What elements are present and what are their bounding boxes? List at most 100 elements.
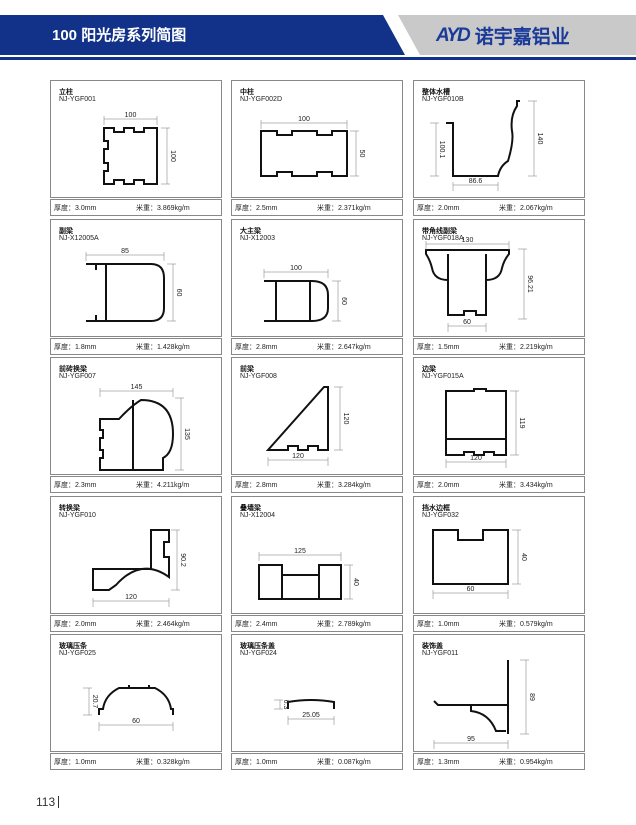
header-divider bbox=[0, 57, 636, 60]
dimension-label: 130 bbox=[462, 237, 474, 244]
footer: 113 bbox=[36, 795, 60, 809]
weight-value: 3.869kg/m bbox=[157, 205, 190, 212]
weight-label: 米重： bbox=[136, 621, 157, 628]
dimension-label: 60 bbox=[132, 718, 140, 725]
weight-label: 米重： bbox=[136, 344, 157, 351]
weight-value: 2.647kg/m bbox=[338, 344, 371, 351]
product-name: 装饰盖 bbox=[422, 643, 443, 650]
dimension-label: 120 bbox=[470, 455, 482, 462]
dimension-label: 100.1 bbox=[438, 141, 445, 159]
dimension-line bbox=[445, 459, 507, 468]
weight-value: 3.434kg/m bbox=[520, 482, 553, 489]
thickness-spec: 厚度：2.4mm bbox=[235, 619, 277, 629]
dimension-label: 120 bbox=[125, 594, 137, 601]
dimension-label: 40 bbox=[520, 553, 527, 561]
dimension-line bbox=[171, 529, 180, 591]
weight-value: 1.428kg/m bbox=[157, 344, 190, 351]
product-name: 边梁 bbox=[422, 366, 436, 373]
dimension-label: 119 bbox=[518, 417, 525, 428]
product-code: NJ-YGF025 bbox=[59, 650, 96, 657]
product-code: NJ-YGF032 bbox=[422, 512, 459, 519]
thickness-label: 厚度： bbox=[235, 759, 256, 766]
dimension-label: 40 bbox=[352, 578, 359, 586]
product-code: NJ-YGF002D bbox=[240, 96, 283, 103]
dimension-label: 125 bbox=[294, 548, 306, 555]
thickness-label: 厚度： bbox=[54, 205, 75, 212]
thickness-spec: 厚度：1.3mm bbox=[417, 757, 459, 767]
product-code: NJ-X12004 bbox=[240, 512, 276, 519]
product-code: NJ-X12005A bbox=[59, 235, 99, 242]
thickness-value: 1.0mm bbox=[256, 759, 278, 766]
dimension-line bbox=[528, 100, 537, 177]
dimension-line bbox=[350, 130, 359, 177]
thickness-spec: 厚度：1.5mm bbox=[417, 342, 459, 352]
dimension-line bbox=[258, 552, 342, 561]
dimension-label: 86.6 bbox=[469, 178, 483, 185]
dimension-label: 100 bbox=[290, 265, 302, 272]
profile-outline bbox=[103, 127, 158, 185]
dimension-line bbox=[512, 529, 521, 585]
weight-spec: 米重：0.954kg/m bbox=[499, 757, 553, 767]
thickness-label: 厚度： bbox=[235, 344, 256, 351]
brand-logo: AYD 诺宇嘉铝业 bbox=[436, 22, 570, 49]
product-name: 中柱 bbox=[240, 89, 254, 96]
dimension-label: 135 bbox=[183, 428, 190, 440]
thickness-value: 3.0mm bbox=[75, 205, 97, 212]
thickness-spec: 厚度：3.0mm bbox=[54, 203, 96, 213]
dimension-line bbox=[425, 241, 510, 250]
dimension-label: 100 bbox=[125, 112, 137, 119]
weight-value: 0.579kg/m bbox=[520, 621, 553, 628]
weight-spec: 米重：2.789kg/m bbox=[317, 619, 371, 629]
dimension-label: 25.05 bbox=[302, 712, 320, 719]
thickness-spec: 厚度：2.0mm bbox=[417, 203, 459, 213]
thickness-value: 2.4mm bbox=[256, 621, 278, 628]
thickness-label: 厚度： bbox=[54, 344, 75, 351]
weight-spec: 米重：2.464kg/m bbox=[136, 619, 190, 629]
product-code: NJ-YGF024 bbox=[240, 650, 277, 657]
dimension-label: 120 bbox=[292, 453, 304, 460]
dimension-line bbox=[430, 122, 439, 177]
header-logo-band bbox=[398, 15, 636, 55]
weight-spec: 米重：0.579kg/m bbox=[499, 619, 553, 629]
product-code: NJ-YGF010B bbox=[422, 96, 464, 103]
dimension-line bbox=[344, 564, 353, 600]
dimension-label: 100 bbox=[169, 150, 176, 162]
profile-outline bbox=[425, 249, 510, 316]
dimension-line bbox=[99, 388, 174, 397]
dimension-label: 85 bbox=[121, 248, 129, 255]
weight-spec: 米重：2.371kg/m bbox=[317, 203, 371, 213]
thickness-spec: 厚度：2.0mm bbox=[54, 619, 96, 629]
weight-label: 米重： bbox=[499, 482, 520, 489]
profile-outline bbox=[265, 386, 329, 451]
profile-drawing: 119 120 bbox=[445, 388, 525, 468]
thickness-spec: 厚度：2.5mm bbox=[235, 203, 277, 213]
weight-label: 米重： bbox=[317, 621, 338, 628]
dimension-line bbox=[520, 659, 529, 735]
weight-label: 米重： bbox=[317, 344, 338, 351]
weight-label: 米重： bbox=[317, 482, 338, 489]
weight-label: 米重： bbox=[136, 482, 157, 489]
dimension-label: 100 bbox=[298, 116, 310, 123]
weight-value: 3.284kg/m bbox=[338, 482, 371, 489]
thickness-label: 厚度： bbox=[235, 621, 256, 628]
dimension-label: 120 bbox=[342, 413, 349, 425]
dimension-label: 60 bbox=[463, 319, 471, 326]
dimension-label: 50 bbox=[358, 150, 365, 158]
product-code: NJ-YGF008 bbox=[240, 373, 277, 380]
